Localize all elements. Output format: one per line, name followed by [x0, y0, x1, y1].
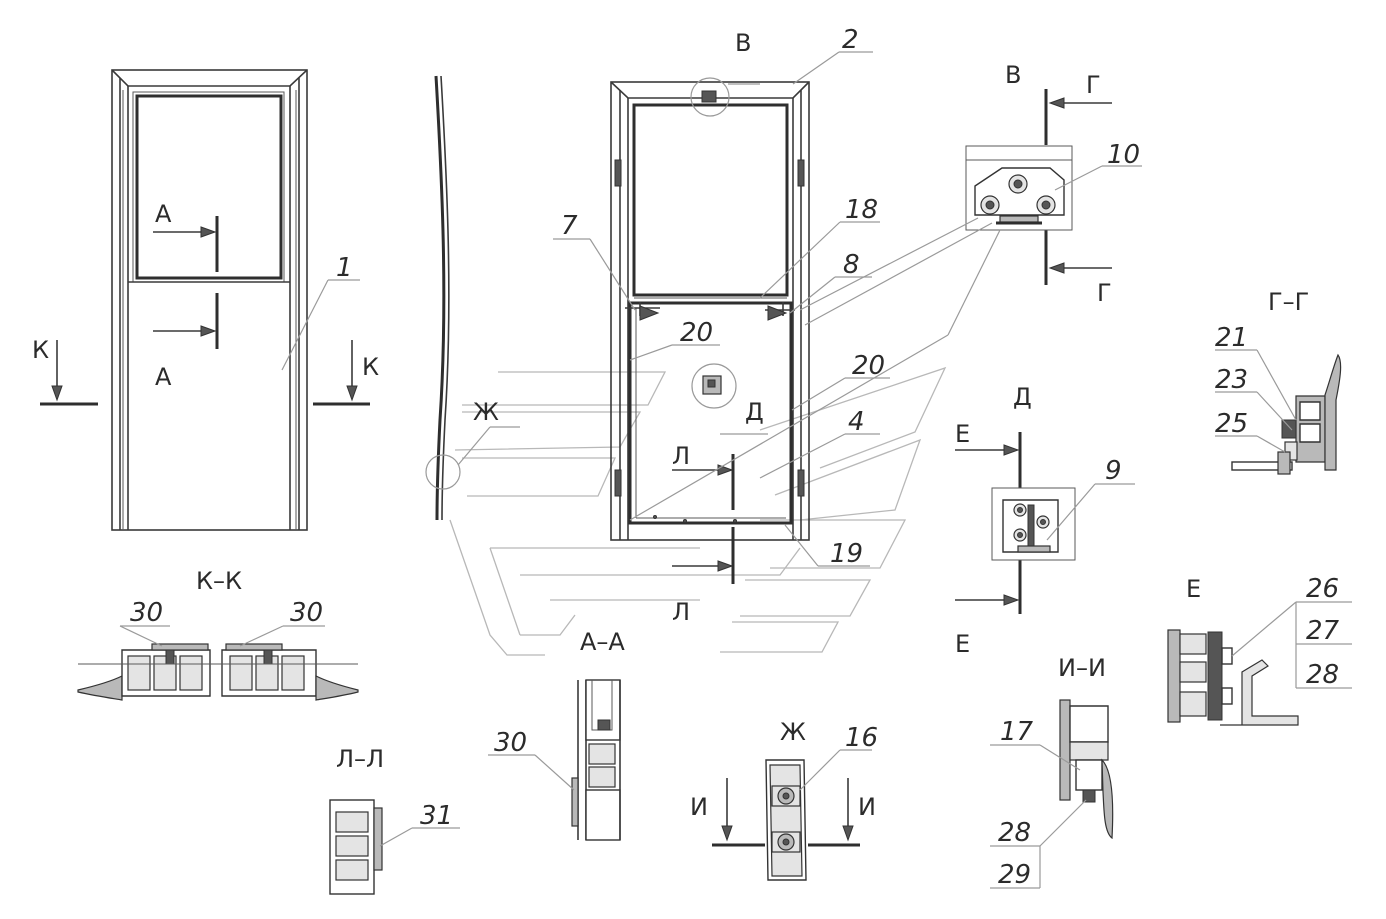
detail-d-latch: [991, 487, 1076, 561]
door-front-view: [111, 69, 308, 531]
section-marker-a: [153, 216, 219, 349]
section-gg-title: Г–Г: [1268, 288, 1309, 316]
callout-4: 4: [848, 407, 865, 437]
callout-17: 17: [1000, 717, 1034, 747]
callout-28b: 28: [998, 818, 1031, 848]
callout-8: 8: [843, 250, 860, 280]
section-ii-title: И–И: [1058, 654, 1106, 682]
callout-18: 18: [845, 195, 878, 225]
label-k-left: К: [32, 336, 49, 364]
callout-27: 27: [1306, 616, 1340, 646]
callout-9: 9: [1105, 456, 1122, 486]
label-v-callout: В: [735, 29, 751, 57]
label-g-bottom: Г: [1097, 279, 1112, 307]
callout-30a: 30: [130, 598, 163, 628]
label-i-left: И: [690, 793, 708, 821]
label-d-callout: Д: [745, 398, 764, 426]
label-i-right: И: [858, 793, 876, 821]
label-e-top: Е: [955, 420, 970, 448]
label-g-top: Г: [1086, 71, 1101, 99]
section-kk-title: К–К: [196, 567, 242, 595]
label-k-right: К: [362, 353, 379, 381]
label-zh-view: Ж: [780, 718, 806, 746]
callout-26: 26: [1306, 574, 1339, 604]
label-e-bottom: Е: [955, 630, 970, 658]
section-aa-profile: [571, 679, 621, 841]
section-kk-profile: [77, 643, 359, 701]
callout-1: 1: [336, 253, 353, 283]
callout-20a: 20: [680, 318, 713, 348]
label-v-view: В: [1005, 61, 1021, 89]
label-l-bottom: Л: [672, 598, 690, 626]
door-side-profile: [425, 75, 461, 521]
callout-2: 2: [842, 25, 859, 55]
section-aa-title: А–А: [580, 628, 625, 656]
section-ii-profile: [1059, 699, 1114, 840]
detail-zh-bolts: [765, 759, 807, 881]
callout-20b: 20: [852, 351, 885, 381]
callout-29: 29: [998, 860, 1031, 890]
detail-v-hinge: [965, 145, 1073, 231]
callout-28a: 28: [1306, 660, 1339, 690]
callout-25: 25: [1215, 409, 1248, 439]
section-gg-profile: [1231, 353, 1342, 475]
label-zh: Ж: [473, 398, 499, 426]
label-e-view: Е: [1186, 575, 1201, 603]
label-d-view: Д: [1013, 383, 1032, 411]
callout-7: 7: [561, 211, 578, 241]
callout-10: 10: [1107, 140, 1140, 170]
callout-19: 19: [830, 539, 863, 569]
label-l-top: Л: [672, 442, 690, 470]
background-ghost-lines: [449, 366, 947, 656]
door-rear-view: [610, 77, 810, 541]
callout-30c: 30: [494, 728, 527, 758]
label-a-top: А: [155, 200, 172, 228]
callout-30b: 30: [290, 598, 323, 628]
section-marker-k: [40, 340, 370, 406]
callout-31: 31: [420, 801, 453, 831]
detail-e-hinge: [1167, 629, 1299, 726]
callout-23: 23: [1215, 365, 1248, 395]
section-ll-profile: [329, 799, 383, 895]
section-ll-title: Л–Л: [336, 745, 384, 773]
label-a-bottom: А: [155, 363, 172, 391]
callout-16: 16: [845, 723, 878, 753]
callout-21: 21: [1215, 323, 1248, 353]
